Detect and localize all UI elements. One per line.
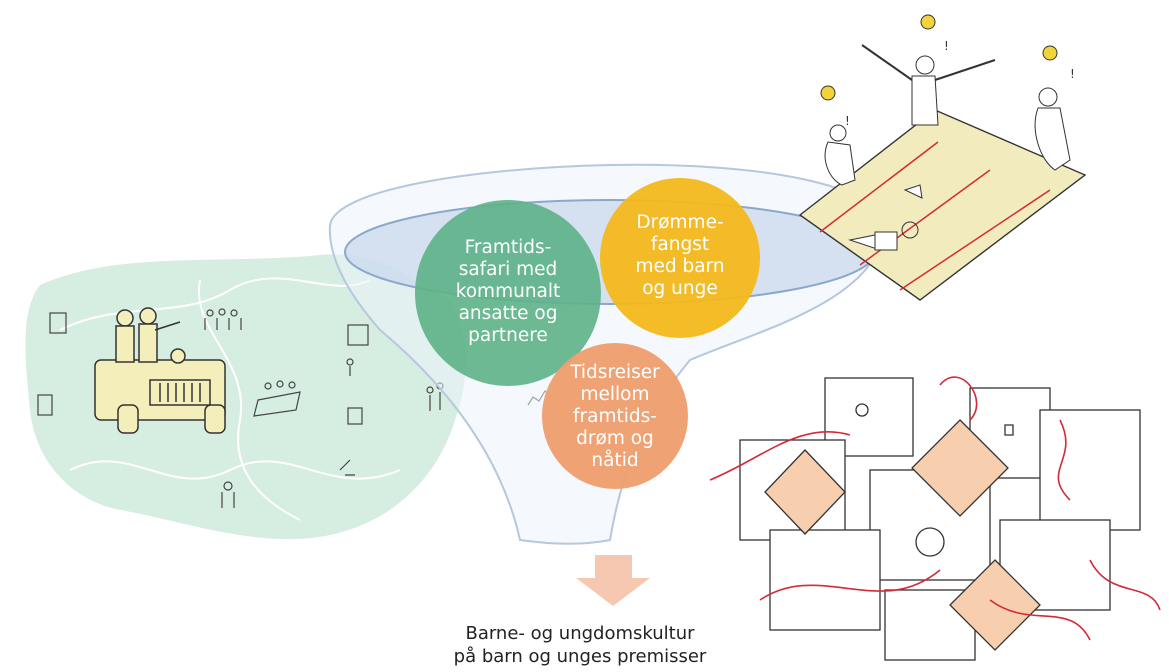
framtidssafari-circle bbox=[415, 200, 601, 386]
safari-jeep-illustration bbox=[94, 307, 226, 434]
svg-text:!: ! bbox=[1070, 67, 1075, 81]
tidsreiser-label: Tidsreiser mellom framtids- drøm og nåti… bbox=[570, 362, 660, 471]
caption-line-2: på barn og unges premisser bbox=[453, 646, 707, 667]
cards-collage-illustration bbox=[709, 376, 1161, 661]
trail-line bbox=[59, 277, 371, 331]
tidsreiser-circle bbox=[542, 343, 688, 489]
svg-text:!: ! bbox=[944, 39, 949, 53]
svg-text:!: ! bbox=[845, 114, 850, 128]
down-arrow bbox=[576, 555, 650, 606]
drommefangst-circle bbox=[600, 178, 760, 338]
framtidssafari-label: Framtids- safari med kommunalt ansatte o… bbox=[455, 237, 561, 346]
trail-line bbox=[69, 460, 401, 480]
caption: Barne- og ungdomskultur på barn og unges… bbox=[400, 622, 760, 668]
caption-line-1: Barne- og ungdomskultur bbox=[465, 623, 695, 644]
workshop-board-illustration: ! ! ! bbox=[798, 14, 1087, 301]
drommefangst-label: Drømme- fangst med barn og unge bbox=[635, 212, 725, 299]
